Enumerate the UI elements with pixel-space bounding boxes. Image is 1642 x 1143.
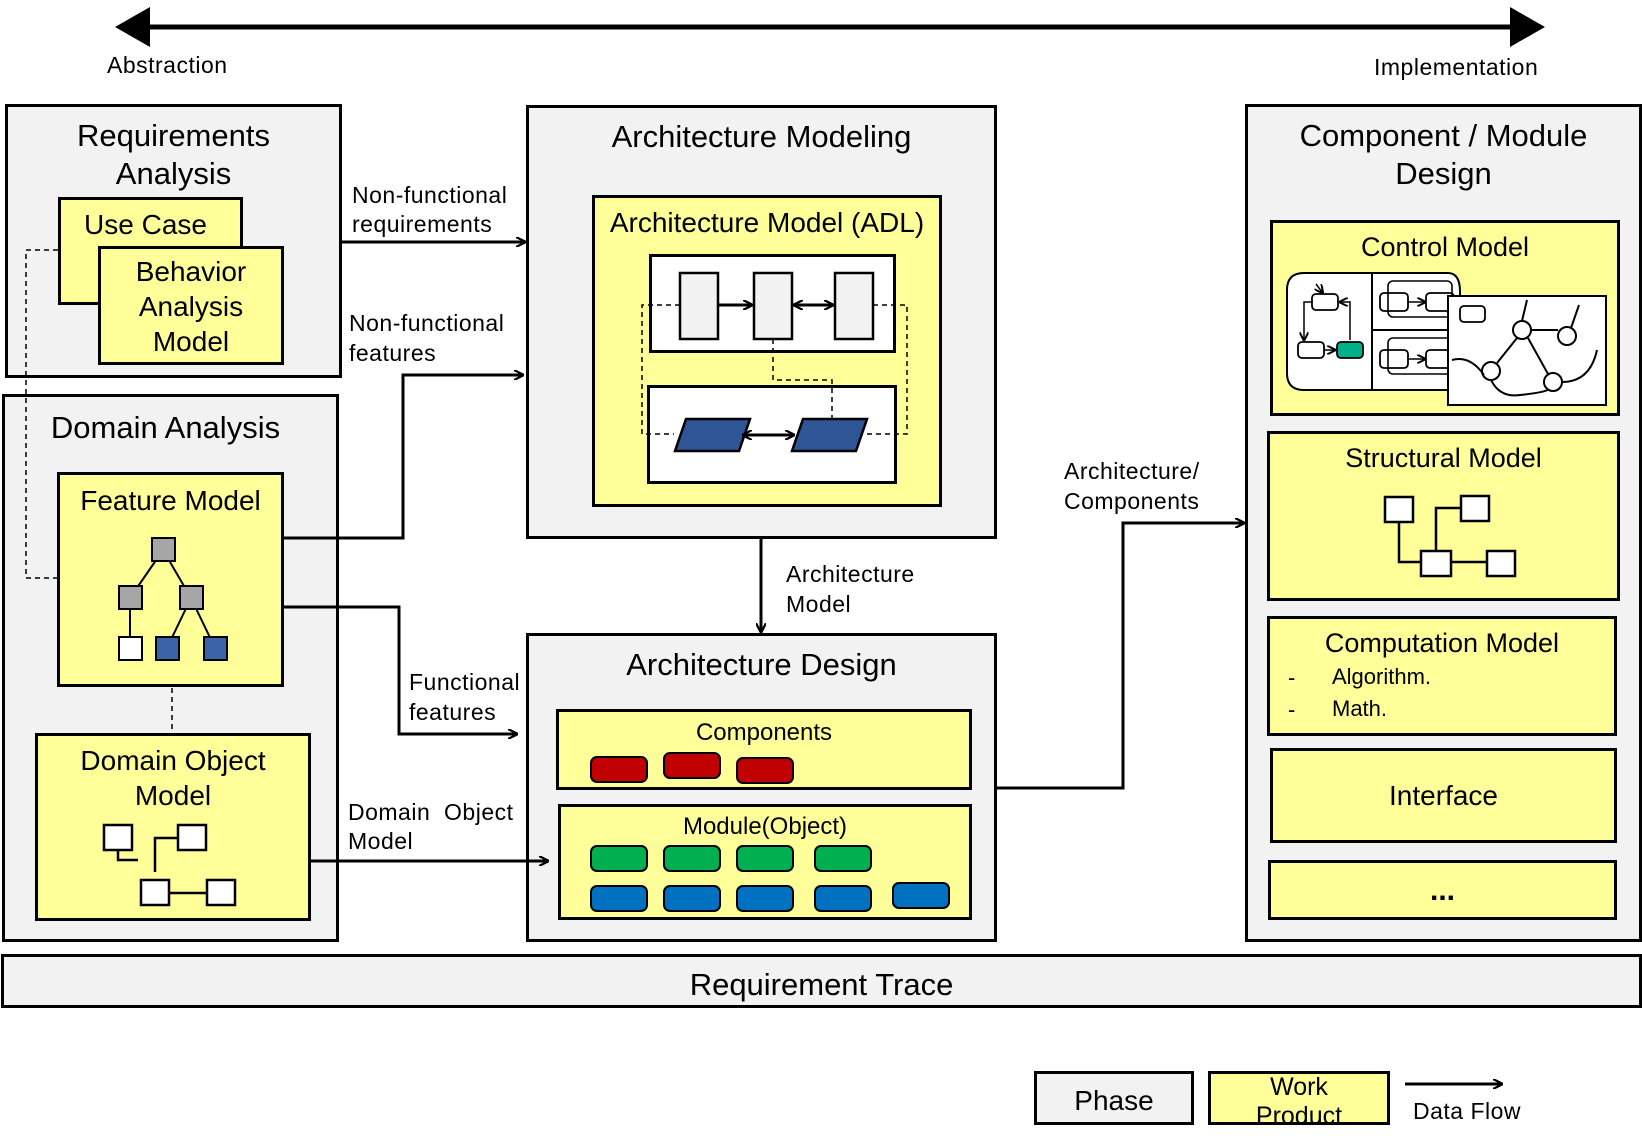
flow-label-architecture-model-2: Model xyxy=(786,591,852,617)
more-label: ... xyxy=(1429,874,1455,907)
flow-label-domain-object-1: Domain Object xyxy=(348,799,514,825)
flow-arch-components xyxy=(997,523,1243,790)
structural-model-label: Structural Model xyxy=(1345,443,1542,473)
flow-label-domain-object-2: Model xyxy=(348,828,414,854)
architecture-design-title: Architecture Design xyxy=(626,647,897,682)
flow-nf-features xyxy=(284,375,522,540)
feature-model-box: Feature Model xyxy=(57,472,284,687)
requirement-trace-label: Requirement Trace xyxy=(689,967,954,1002)
behavior-line-3: Model xyxy=(152,326,230,357)
component-chip xyxy=(590,756,648,783)
cmd-title-1: Component / Module xyxy=(1299,118,1588,153)
feature-tree-icon xyxy=(118,537,228,661)
behavior-line-2: Analysis xyxy=(138,291,244,322)
abstraction-label: Abstraction xyxy=(107,52,228,78)
flow-label-functional-2: features xyxy=(409,699,497,725)
legend-work-product-box: Work Product xyxy=(1208,1071,1390,1125)
interface-box: Interface xyxy=(1270,748,1617,843)
component-chip xyxy=(663,752,721,779)
feature-model-label: Feature Model xyxy=(80,485,261,516)
control-model-label: Control Model xyxy=(1360,232,1530,262)
computation-item-algorithm: Algorithm. xyxy=(1332,664,1432,689)
module-chip xyxy=(814,845,872,872)
legend-work-product-1: Work xyxy=(1270,1073,1328,1101)
use-case-label: Use Case xyxy=(84,209,207,240)
domain-object-line-1: Domain Object xyxy=(80,745,266,776)
adl-component-icons xyxy=(641,271,908,453)
flow-functional xyxy=(284,605,516,734)
legend-work-product-2: Product xyxy=(1255,1102,1343,1125)
structural-model-icon xyxy=(1383,494,1517,578)
flow-label-architecture-model-1: Architecture xyxy=(786,561,915,587)
adl-label: Architecture Model (ADL) xyxy=(609,207,925,238)
computation-bullet-dash: - xyxy=(1288,665,1296,690)
flow-label-nf-features-2: features xyxy=(349,340,437,366)
domain-object-model-box: Domain Object Model xyxy=(35,733,311,921)
control-model-icons xyxy=(1286,272,1607,406)
cmd-title-2: Design xyxy=(1395,156,1492,191)
dashed-trace-usecase-feature xyxy=(25,249,58,579)
legend-phase-label: Phase xyxy=(1074,1085,1154,1116)
flow-label-functional-1: Functional xyxy=(409,669,521,695)
module-object-label: Module(Object) xyxy=(682,813,848,840)
computation-bullet-dash: - xyxy=(1288,697,1296,722)
domain-object-structure-icon xyxy=(102,823,237,907)
computation-model-box: Computation Model - Algorithm. - Math. xyxy=(1267,616,1617,736)
legend-phase-box: Phase xyxy=(1034,1071,1194,1125)
flow-label-arch-components-2: Components xyxy=(1064,488,1200,514)
implementation-label: Implementation xyxy=(1374,54,1539,80)
interface-label: Interface xyxy=(1389,780,1498,811)
flow-label-nf-requirements-1: Non-functional xyxy=(352,182,508,208)
component-chip xyxy=(736,757,794,784)
architecture-modeling-title: Architecture Modeling xyxy=(611,119,912,154)
domain-object-line-2: Model xyxy=(134,780,212,811)
computation-model-label: Computation Model xyxy=(1324,628,1560,658)
flow-label-nf-requirements-2: requirements xyxy=(352,211,493,237)
module-chip xyxy=(663,885,721,912)
behavior-analysis-model-box: Behavior Analysis Model xyxy=(98,246,284,365)
more-box: ... xyxy=(1268,860,1617,920)
components-label: Components xyxy=(695,719,833,746)
flow-label-nf-features-1: Non-functional xyxy=(349,310,505,336)
flow-label-arch-components-1: Architecture/ xyxy=(1064,458,1200,484)
module-chip xyxy=(736,845,794,872)
behavior-line-1: Behavior xyxy=(135,256,247,287)
module-chip xyxy=(814,885,872,912)
module-chip xyxy=(590,885,648,912)
computation-item-math: Math. xyxy=(1332,696,1388,721)
requirements-analysis-title-2: Analysis xyxy=(115,156,232,191)
module-chip xyxy=(590,845,648,872)
legend-data-flow-label: Data Flow xyxy=(1413,1098,1522,1124)
module-chip xyxy=(736,885,794,912)
domain-analysis-title: Domain Analysis xyxy=(50,410,281,445)
module-chip xyxy=(892,882,950,909)
requirements-analysis-title-1: Requirements xyxy=(77,118,270,153)
module-chip xyxy=(663,845,721,872)
requirement-trace-bar: Requirement Trace xyxy=(1,954,1642,1008)
